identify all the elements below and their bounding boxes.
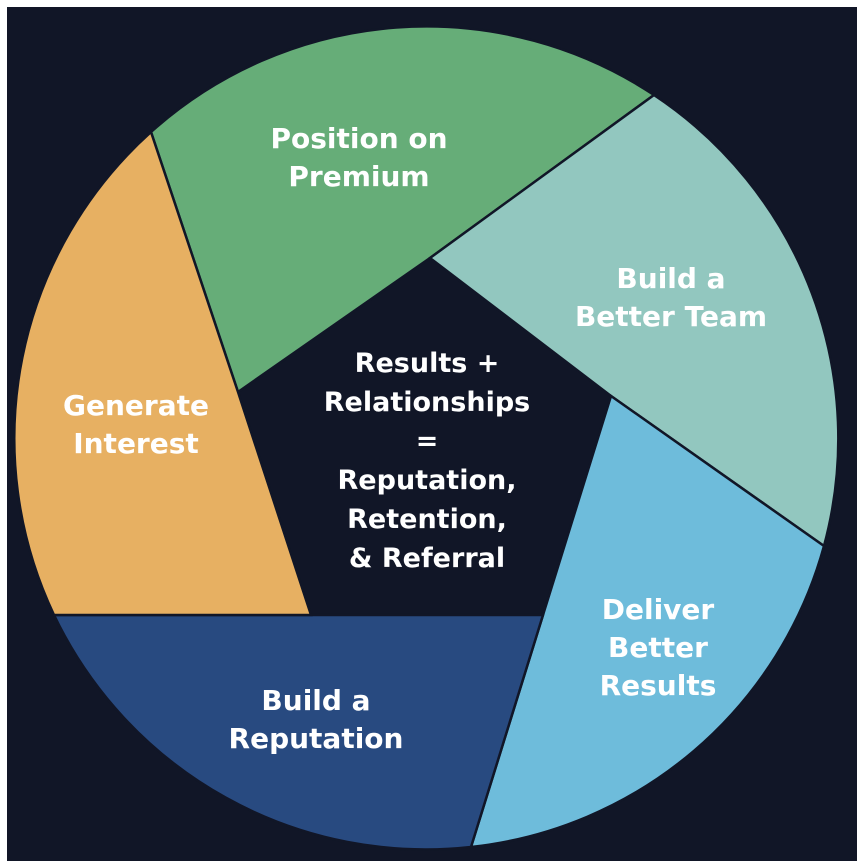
center-line: =: [416, 426, 439, 457]
segment-generate-interest: [13, 129, 313, 617]
segment-build-better-team: [427, 93, 840, 549]
segment-deliver-better-results: [469, 393, 826, 849]
label-build-better-team: Build a Better Team: [575, 262, 767, 333]
label-line: Premium: [288, 160, 429, 193]
label-build-reputation: Build a Reputation: [229, 684, 404, 755]
label-deliver-better-results: Deliver Better Results: [600, 593, 717, 702]
label-generate-interest: Generate Interest: [63, 389, 209, 460]
label-line: Better Team: [575, 300, 767, 333]
label-line: Results: [600, 669, 717, 702]
center-equation: Results + Relationships = Reputation, Re…: [324, 348, 530, 574]
center-line: Reputation,: [338, 465, 517, 496]
label-line: Better: [608, 631, 708, 664]
label-line: Deliver: [602, 593, 715, 626]
label-line: Generate: [63, 389, 209, 422]
center-line: & Referral: [349, 543, 505, 574]
label-line: Reputation: [229, 722, 404, 755]
label-line: Build a: [616, 262, 725, 295]
center-line: Relationships: [324, 387, 530, 418]
segment-build-reputation: [52, 613, 545, 851]
center-line: Retention,: [347, 504, 507, 535]
label-line: Position on: [270, 122, 447, 155]
segment-position-on-premium: [149, 25, 657, 394]
label-line: Interest: [73, 427, 199, 460]
center-line: Results +: [355, 348, 500, 379]
label-line: Build a: [261, 684, 370, 717]
label-position-on-premium: Position on Premium: [270, 122, 447, 193]
